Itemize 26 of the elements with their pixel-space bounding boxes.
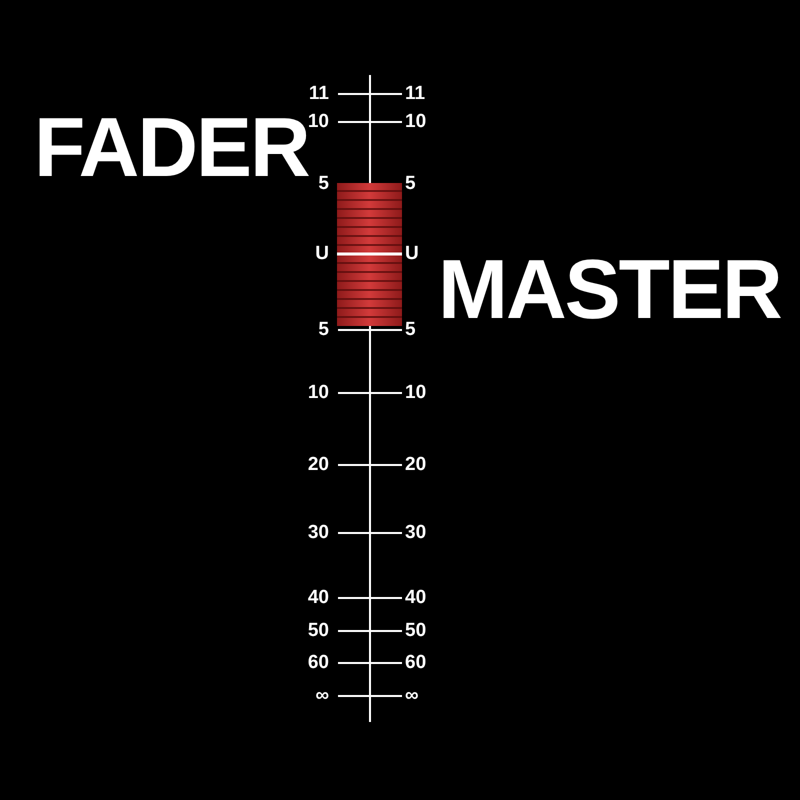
scale-mark-label: 10 (308, 112, 329, 131)
title-word: MASTER (438, 247, 781, 331)
scale-mark-label: 10 (308, 383, 329, 402)
scale-mark-label: 5 (405, 320, 416, 339)
scale-mark-label: 20 (308, 455, 329, 474)
scale-mark-label: 10 (405, 112, 426, 131)
scale-mark-label: 30 (405, 523, 426, 542)
scale-mark-label: 5 (318, 320, 329, 339)
scale-mark-label: 60 (308, 653, 329, 672)
scale-mark-label: 50 (308, 621, 329, 640)
scale-mark-label: 11 (405, 84, 426, 103)
scale-mark-label: 30 (308, 523, 329, 542)
scale-mark-label: 10 (405, 383, 426, 402)
scale-mark-label: 11 (308, 84, 329, 103)
scale-mark-label: 40 (405, 588, 426, 607)
scale-mark-label: U (405, 244, 419, 263)
title-word: FADER (34, 105, 309, 189)
scale-mark-label: 60 (405, 653, 426, 672)
scale-mark-label: 5 (318, 174, 329, 193)
scale-mark-label: 40 (308, 588, 329, 607)
scale-mark-label: ∞ (405, 686, 419, 705)
scale-mark-label: 50 (405, 621, 426, 640)
scale-mark-label: U (315, 244, 329, 263)
scale-mark-label: 5 (405, 174, 416, 193)
scale-mark-label: ∞ (315, 686, 329, 705)
scale-mark-label: 20 (405, 455, 426, 474)
